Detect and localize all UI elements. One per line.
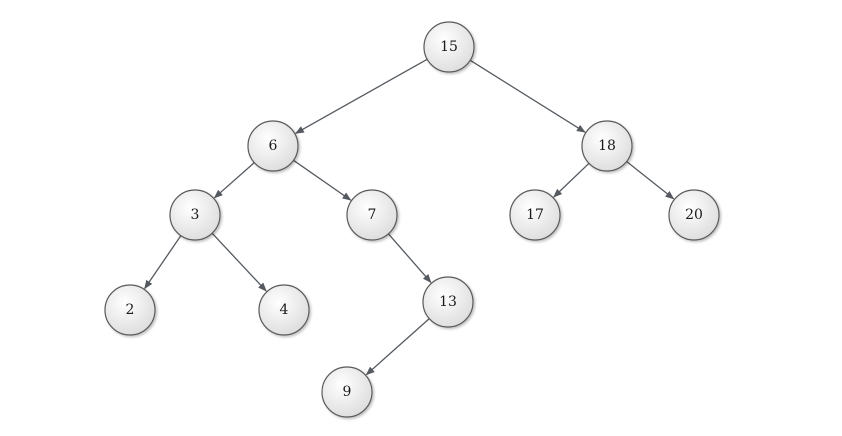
node-circle [422, 276, 474, 328]
node-label: 7 [368, 207, 377, 223]
edge-n18-n20 [626, 160, 675, 200]
edge-n15-n6 [294, 58, 428, 134]
tree-node-15: 15 [423, 21, 475, 73]
tree-node-4: 4 [258, 284, 310, 336]
tree-node-2: 2 [104, 284, 156, 336]
node-circle [247, 120, 299, 172]
edges-layer [144, 58, 675, 376]
node-label: 3 [191, 207, 200, 223]
edge-n13-n9 [365, 318, 430, 376]
tree-node-9: 9 [321, 366, 373, 418]
node-circle [581, 120, 633, 172]
node-circle [258, 284, 310, 336]
node-circle [321, 366, 373, 418]
tree-node-7: 7 [346, 189, 398, 241]
node-circle [104, 284, 156, 336]
edge-n3-n4 [211, 232, 267, 292]
edge-n6-n7 [293, 159, 352, 201]
node-label: 20 [685, 207, 703, 223]
node-label: 6 [269, 138, 278, 154]
tree-node-3: 3 [169, 189, 221, 241]
node-circle [346, 189, 398, 241]
edge-n3-n2 [144, 235, 182, 290]
node-circle [423, 21, 475, 73]
edge-n18-n17 [553, 162, 590, 198]
tree-node-6: 6 [247, 120, 299, 172]
node-label: 17 [526, 207, 544, 223]
node-label: 2 [126, 302, 135, 318]
edge-n15-n18 [469, 59, 586, 133]
node-label: 18 [598, 138, 616, 154]
tree-node-13: 13 [422, 276, 474, 328]
tree-node-17: 17 [509, 189, 561, 241]
tree-node-20: 20 [668, 189, 720, 241]
node-label: 9 [343, 384, 352, 400]
node-label: 13 [439, 294, 457, 310]
node-circle [509, 189, 561, 241]
edge-n7-n13 [387, 233, 432, 284]
node-label: 15 [440, 39, 458, 55]
edge-n6-n3 [213, 162, 255, 199]
node-label: 4 [280, 302, 289, 318]
node-circle [668, 189, 720, 241]
tree-node-18: 18 [581, 120, 633, 172]
nodes-layer: 15 6 18 3 7 17 20 2 4 13 9 [104, 21, 720, 418]
node-circle [169, 189, 221, 241]
